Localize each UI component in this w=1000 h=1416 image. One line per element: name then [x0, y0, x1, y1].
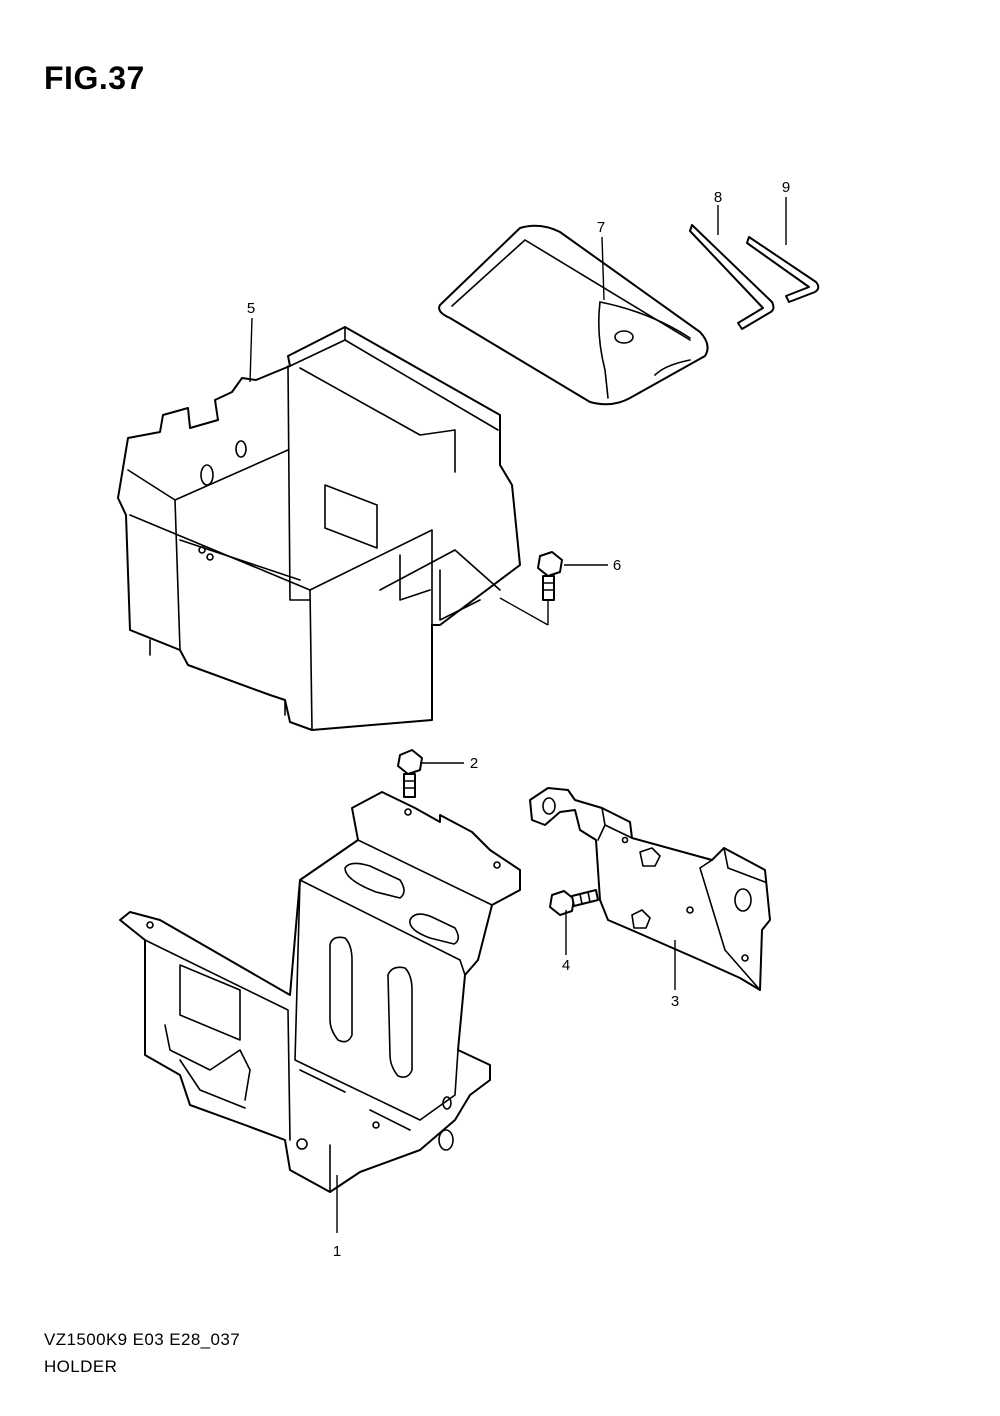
callout-8: 8	[714, 189, 722, 206]
part-3-side-bracket[interactable]	[529, 787, 771, 991]
part-4-bolt[interactable]	[549, 889, 599, 916]
part-9-hex-wrench[interactable]	[746, 236, 820, 303]
callout-4: 4	[562, 957, 570, 974]
part-2-bolt[interactable]	[397, 749, 423, 798]
leader-lines	[249, 197, 787, 1233]
part-8-hex-wrench[interactable]	[689, 224, 775, 330]
callout-6: 6	[613, 557, 621, 574]
callout-7: 7	[597, 219, 605, 236]
figure-title: FIG.37	[44, 60, 145, 96]
part-7-pad[interactable]	[438, 224, 709, 406]
part-6-bolt[interactable]	[537, 551, 563, 601]
callout-9: 9	[782, 179, 790, 196]
callout-3: 3	[671, 993, 679, 1010]
part-5-battery-box[interactable]	[117, 326, 521, 731]
callout-1: 1	[333, 1243, 341, 1260]
model-code: VZ1500K9 E03 E28_037	[44, 1330, 241, 1349]
callout-5: 5	[247, 300, 255, 317]
part-1-holder-bracket[interactable]	[119, 791, 521, 1193]
callout-2: 2	[470, 755, 478, 772]
section-name: HOLDER	[44, 1357, 118, 1376]
